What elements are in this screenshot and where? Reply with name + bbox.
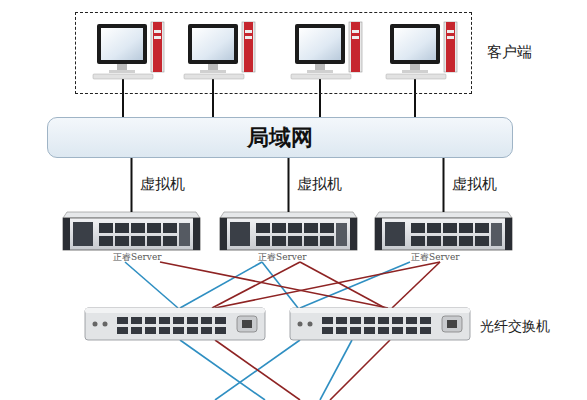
connector <box>288 158 290 212</box>
node-text: 局域网 <box>247 123 313 153</box>
connector <box>131 158 133 212</box>
lan-band: 局域网 <box>47 117 513 158</box>
node-text: 正睿Server <box>113 251 162 264</box>
client-group: 客户端 <box>75 12 472 94</box>
node-text: 正睿Server <box>411 251 460 264</box>
server: 正睿Server <box>375 212 512 264</box>
edge-label: 虚拟机 <box>452 175 497 194</box>
connector <box>443 158 445 212</box>
server: 正睿Server <box>63 212 200 264</box>
edge-label: 虚拟机 <box>140 175 185 194</box>
device-label: 光纤交换机 <box>480 318 550 336</box>
server: 正睿Server <box>220 212 357 264</box>
node-text: 正睿Server <box>258 251 307 264</box>
edge-label: 虚拟机 <box>297 175 342 194</box>
node-text: 客户端 <box>487 43 532 62</box>
